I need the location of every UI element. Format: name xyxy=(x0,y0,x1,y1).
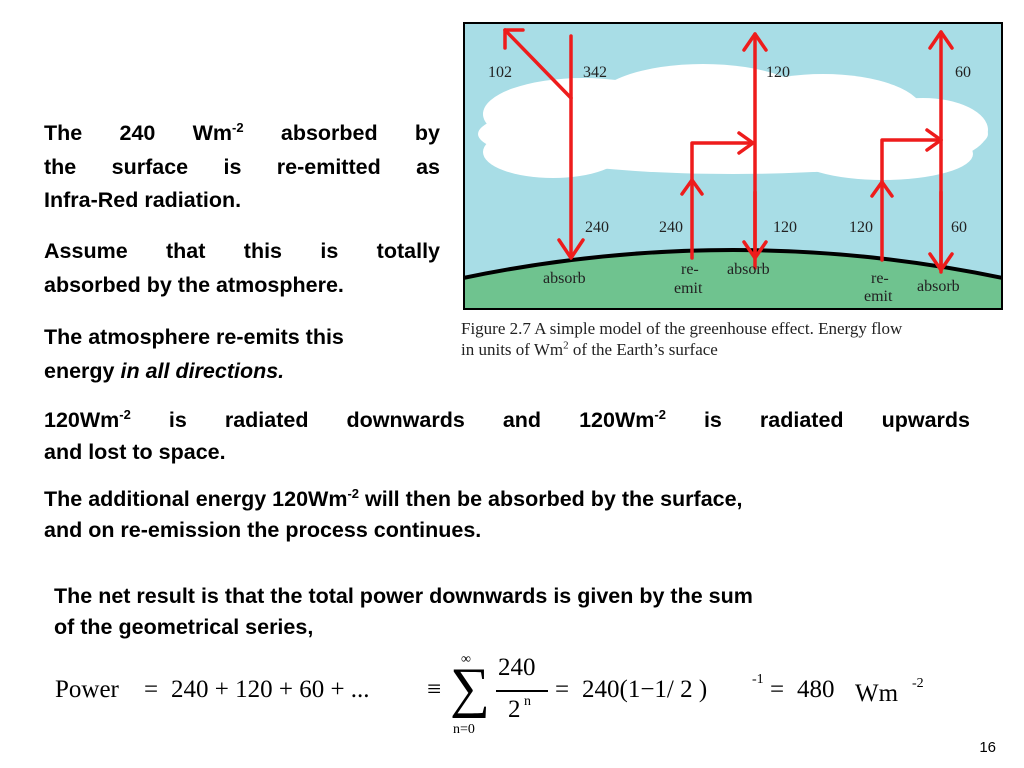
label-reemit-1b: emit xyxy=(674,280,703,297)
formula-mid-exp: -1 xyxy=(752,672,764,687)
greenhouse-diagram: 102 342 120 60 240 240 120 120 60 absorb… xyxy=(463,22,1003,310)
formula-unit: Wm xyxy=(855,680,899,707)
label-60-down: 60 xyxy=(951,219,967,236)
arrow-reflected-102 xyxy=(503,28,573,100)
para-reemits-line1: The atmosphere re-emits this xyxy=(44,325,344,349)
formula-sum-lower: n=0 xyxy=(453,722,475,737)
formula-equiv: ≡ xyxy=(427,676,442,703)
arrowhead xyxy=(737,131,755,155)
label-absorb-1: absorb xyxy=(543,270,586,287)
formula-frac-num: 240 xyxy=(498,654,536,681)
arrowhead xyxy=(742,32,768,52)
para-radiated-line2: and lost to space. xyxy=(44,440,226,464)
label-120-top: 120 xyxy=(766,64,790,81)
label-60-top: 60 xyxy=(955,64,971,81)
arrowhead xyxy=(557,238,585,260)
power-formula: Power = 240 + 120 + 60 + ... ≡ ∞ ∑ n=0 2… xyxy=(0,648,1024,758)
label-120-up: 120 xyxy=(849,219,873,236)
label-102: 102 xyxy=(488,64,512,81)
arrowhead xyxy=(503,28,525,50)
para-reemits-line2: energy in all directions. xyxy=(44,359,285,383)
arrowhead xyxy=(928,30,954,50)
para-absorbed-reemitted-line3: Infra-Red radiation. xyxy=(44,188,242,212)
arrow-reemit-240-bend xyxy=(690,141,755,182)
caption-line2: in units of Wm2 of the Earth’s surface xyxy=(461,339,718,359)
label-120-down: 120 xyxy=(773,219,797,236)
para-net-result-line2: of the geometrical series, xyxy=(54,615,314,639)
arrow-reemit-120-bend xyxy=(880,138,943,184)
formula-sum-upper: ∞ xyxy=(461,652,471,667)
arrowhead xyxy=(928,252,954,272)
formula-frac-den: 2 xyxy=(508,696,521,723)
label-reemit-2b: emit xyxy=(864,288,893,305)
diagram-frame xyxy=(463,22,1003,310)
para-assume-line1: Assume that this is totally xyxy=(44,239,440,263)
formula-mid: 240(1−1/ 2 ) xyxy=(582,676,708,703)
arrows xyxy=(503,28,954,274)
label-absorb-2: absorb xyxy=(727,261,770,278)
formula-terms: 240 + 120 + 60 + ... xyxy=(171,676,370,703)
ground-edge xyxy=(463,248,1003,280)
formula-result: 480 xyxy=(797,676,835,703)
para-radiated-line1: 120Wm-2 is radiated downwards and 120Wm-… xyxy=(44,406,970,432)
formula-frac-den-exp: n xyxy=(524,694,531,709)
formula-sum-sign: ∑ xyxy=(450,657,490,719)
label-240-up: 240 xyxy=(659,219,683,236)
formula-eq2: = xyxy=(555,676,570,703)
para-additional-line1: The additional energy 120Wm-2 will then … xyxy=(44,485,743,511)
para-assume-line2: absorbed by the atmosphere. xyxy=(44,273,344,297)
label-absorb-3: absorb xyxy=(917,278,960,295)
page-number: 16 xyxy=(979,739,996,756)
para-absorbed-reemitted-line1: The 240 Wm-2 absorbed by xyxy=(44,119,441,145)
arrowhead xyxy=(742,240,768,260)
para-additional-line2: and on re-emission the process continues… xyxy=(44,518,482,542)
para-absorbed-reemitted-line2: the surface is re-emitted as xyxy=(44,155,440,179)
label-reemit-1a: re- xyxy=(681,261,699,278)
label-342: 342 xyxy=(583,64,607,81)
formula-lhs: Power xyxy=(55,676,119,703)
label-reemit-2a: re- xyxy=(871,270,889,287)
label-240-down: 240 xyxy=(585,219,609,236)
formula-eq3: = xyxy=(770,676,785,703)
formula-unit-exp: -2 xyxy=(912,676,924,691)
figure-caption: Figure 2.7 A simple model of the greenho… xyxy=(461,318,1006,360)
caption-line1: Figure 2.7 A simple model of the greenho… xyxy=(461,319,903,338)
formula-eq1: = xyxy=(144,676,159,703)
para-net-result-line1: The net result is that the total power d… xyxy=(54,584,753,608)
ground xyxy=(463,250,1003,310)
formula-frac-bar xyxy=(496,690,548,692)
